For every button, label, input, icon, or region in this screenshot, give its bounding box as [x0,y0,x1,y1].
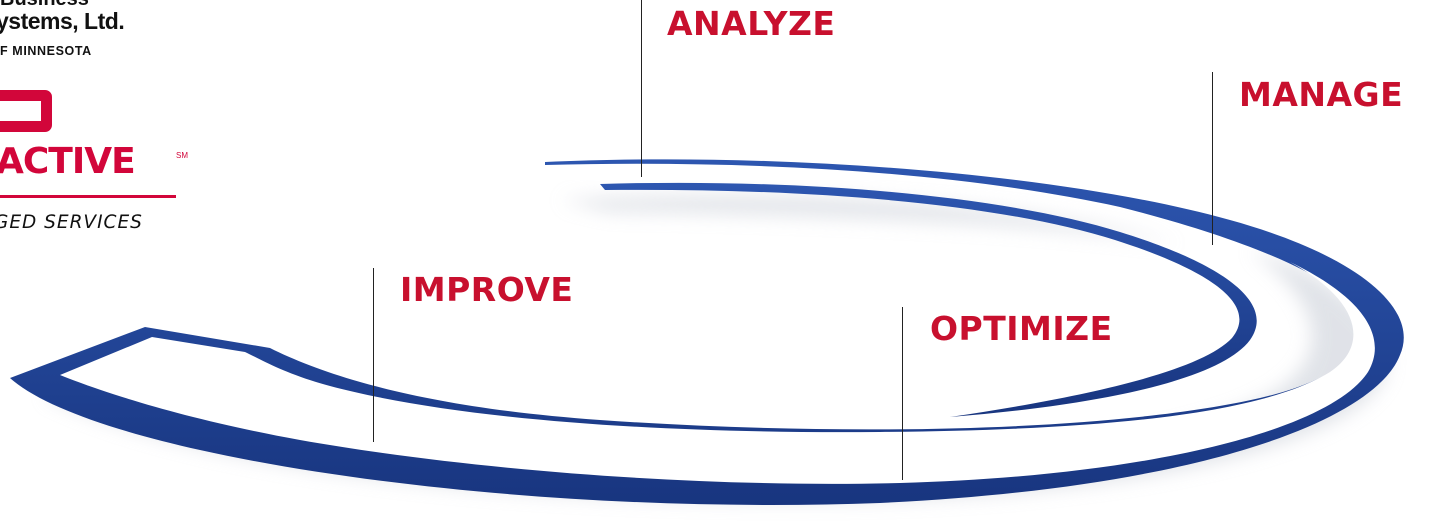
logo-wordmark: ACTIVE [0,141,136,182]
swoosh-shadow-upper [560,195,1180,245]
logo-company-line2: ystems, Ltd. [0,8,125,34]
logo-company-line3: F MINNESOTA [0,44,92,58]
analyze-leader-line [641,0,642,177]
swoosh-inner-cutout [60,262,1375,484]
optimize-leader-line [902,307,903,480]
logo-screen-icon [0,90,52,132]
improve-leader-line [373,268,374,442]
logo-service-mark: SM [176,151,188,160]
company-logo: Business ystems, Ltd. F MINNESOTA ACTIVE… [0,0,220,240]
logo-divider [0,195,176,198]
improve-label: IMPROVE [400,270,574,309]
logo-tagline: GED SERVICES [0,212,143,233]
manage-label: MANAGE [1239,75,1404,114]
analyze-label: ANALYZE [667,4,836,43]
manage-leader-line [1212,72,1213,245]
logo-company-line1: Business [0,0,89,11]
optimize-label: OPTIMIZE [930,309,1113,348]
